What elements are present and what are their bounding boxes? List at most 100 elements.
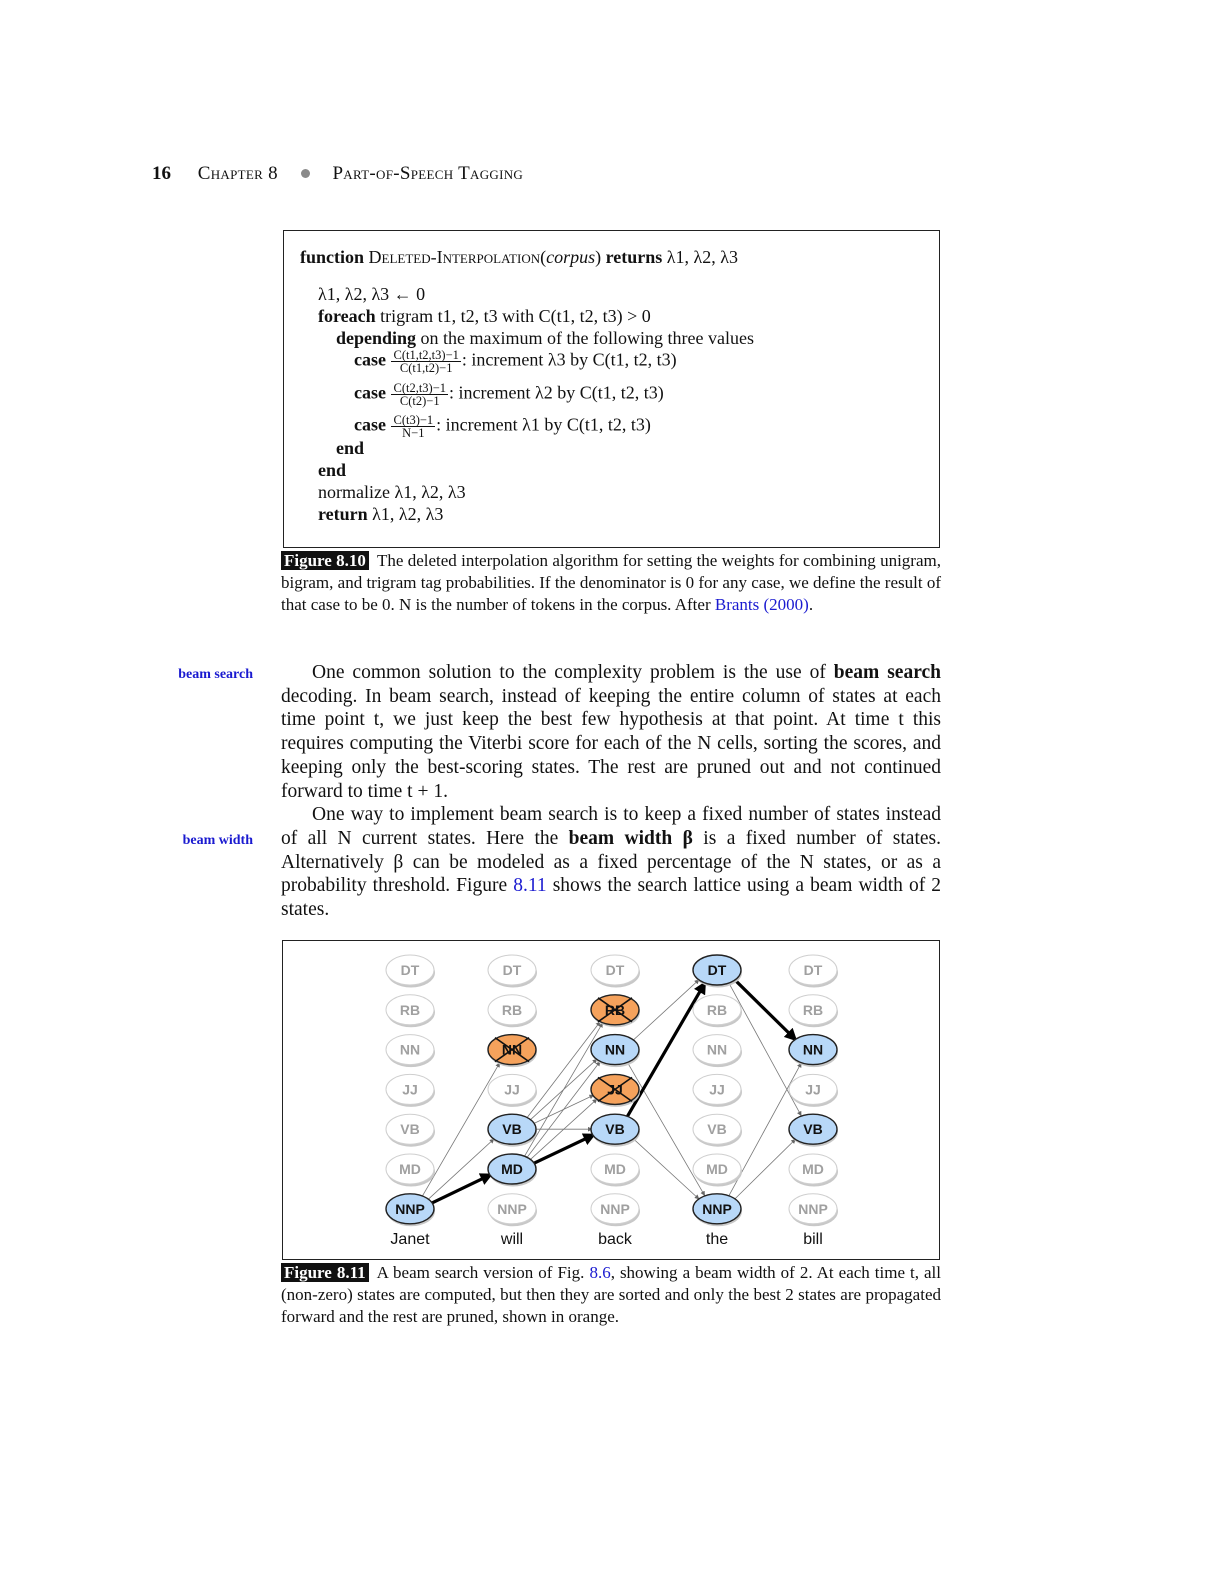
lattice-node-active: VB — [788, 1113, 838, 1147]
lattice-node-pruned: RB — [590, 994, 640, 1028]
para1-text-a: One common solution to the complexity pr… — [312, 662, 826, 683]
transition-arrow — [421, 1062, 501, 1197]
node-tag-label: JJ — [504, 1081, 520, 1097]
node-tag-label: JJ — [709, 1081, 725, 1097]
chapter-title: Part-of-Speech Tagging — [332, 163, 524, 184]
case-action: : increment λ3 by C(t1, t2, t3) — [461, 349, 677, 370]
node-ellipse — [590, 954, 640, 986]
lattice-node-off: MD — [385, 1153, 435, 1187]
figure-8-11-box: DTRBNNJJVBMDNNPDTRBNNJJVBMDNNPDTRBNNJJVB… — [282, 940, 940, 1260]
node-ellipse — [788, 954, 838, 986]
algo-normalize: normalize λ1, λ2, λ3 — [318, 482, 466, 502]
node-tag-label: RB — [502, 1002, 522, 1018]
keyword-return: return — [318, 504, 368, 524]
node-tag-label: DT — [606, 962, 625, 978]
citation-link[interactable]: Brants (2000) — [714, 595, 809, 614]
best-path-arrow — [625, 981, 707, 1118]
para2-text-a: One way to implement beam search is to k… — [281, 804, 941, 849]
transition-arrow — [526, 1021, 601, 1119]
node-ellipse — [692, 1153, 742, 1185]
figure-ref-link[interactable]: 8.11 — [513, 875, 547, 897]
lattice-node-pruned: JJ — [590, 1073, 640, 1107]
keyword-foreach: foreach — [318, 306, 376, 326]
lattice-node-off: MD — [692, 1153, 742, 1187]
paragraph-1: One common solution to the complexity pr… — [281, 661, 941, 803]
keyword-case: case — [354, 414, 386, 435]
lattice-node-pruned: NN — [487, 1033, 537, 1068]
return-values: λ1, λ2, λ3 — [666, 247, 738, 267]
node-tag-label: VB — [605, 1121, 624, 1137]
node-tag-label: DT — [708, 962, 727, 978]
lattice-node-off: DT — [487, 954, 537, 988]
beam-search-lattice: DTRBNNJJVBMDNNPDTRBNNJJVBMDNNPDTRBNNJJVB… — [385, 954, 838, 1248]
para1-text-c: decoding. In beam search, instead of kee… — [281, 685, 941, 802]
transition-arrow — [728, 982, 802, 1117]
node-ellipse — [385, 954, 435, 986]
node-ellipse — [692, 1034, 742, 1066]
node-ellipse — [590, 1193, 640, 1225]
prune-mark — [597, 997, 633, 1023]
node-ellipse — [487, 994, 537, 1026]
algo-return: return λ1, λ2, λ3 — [318, 504, 443, 524]
lattice-node-off: DT — [788, 954, 838, 988]
function-name: Deleted-Interpolation( — [368, 247, 547, 267]
node-ellipse — [788, 994, 838, 1026]
function-close: ) — [595, 247, 602, 267]
node-ellipse — [788, 1033, 838, 1066]
lattice-node-active: NNP — [692, 1193, 742, 1227]
transition-arrow — [526, 1061, 601, 1158]
algo-init: λ1, λ2, λ3 ← 0 — [318, 284, 426, 304]
node-tag-label: RB — [803, 1002, 823, 1018]
node-ellipse — [788, 1193, 838, 1225]
lattice-node-off: NN — [385, 1034, 435, 1068]
lattice-node-off: VB — [385, 1113, 435, 1147]
node-tag-label: NN — [400, 1042, 420, 1058]
node-tag-label: VB — [400, 1121, 419, 1137]
figure-ref-link[interactable]: 8.6 — [589, 1263, 611, 1282]
node-ellipse — [692, 1073, 742, 1105]
lattice-node-off: JJ — [487, 1073, 537, 1107]
node-tag-label: RB — [400, 1002, 420, 1018]
node-tag-label: RB — [707, 1002, 727, 1018]
lattice-node-off: RB — [487, 994, 537, 1028]
caption-end: . — [808, 595, 814, 614]
algo-foreach: foreach trigram t1, t2, t3 with C(t1, t2… — [318, 306, 651, 326]
lattice-node-off: JJ — [788, 1073, 838, 1107]
node-ellipse — [590, 1113, 640, 1145]
node-ellipse — [692, 1193, 742, 1225]
fraction-den: C(t1,t2)−1 — [399, 361, 453, 375]
running-header: 16 Chapter 8 Part-of-Speech Tagging — [152, 163, 523, 185]
node-ellipse — [385, 1113, 435, 1145]
node-tag-label: MD — [399, 1161, 421, 1177]
node-ellipse — [692, 1113, 742, 1145]
node-ellipse — [385, 1034, 435, 1066]
lattice-node-off: RB — [385, 994, 435, 1028]
algo-signature: function Deleted-Interpolation(corpus) r… — [300, 247, 738, 267]
fraction-num: C(t3)−1 — [391, 413, 436, 427]
node-tag-label: VB — [707, 1121, 726, 1137]
word-label: will — [500, 1231, 523, 1248]
algorithm-box: function Deleted-Interpolation(corpus) r… — [283, 230, 940, 548]
node-tag-label: NNP — [497, 1201, 527, 1217]
margin-note-beam-width: beam width — [182, 833, 253, 848]
node-ellipse — [788, 1073, 838, 1105]
node-ellipse — [487, 954, 537, 986]
lattice-node-off: DT — [590, 954, 640, 988]
transition-arrow — [632, 979, 700, 1041]
prune-mark — [597, 1076, 633, 1103]
node-ellipse — [788, 1153, 838, 1185]
node-tag-label: NNP — [395, 1201, 425, 1217]
body-text: One common solution to the complexity pr… — [281, 661, 941, 922]
paragraph-2: One way to implement beam search is to k… — [281, 803, 941, 922]
node-ellipse — [788, 1113, 838, 1145]
node-ellipse — [487, 1073, 537, 1105]
keyword-function: function — [300, 247, 365, 267]
figure-label: Figure 8.10 — [281, 551, 369, 570]
caption-text-b: , showing a beam width of 2. At each tim… — [281, 1263, 942, 1326]
algo-end-inner: end — [336, 438, 365, 458]
